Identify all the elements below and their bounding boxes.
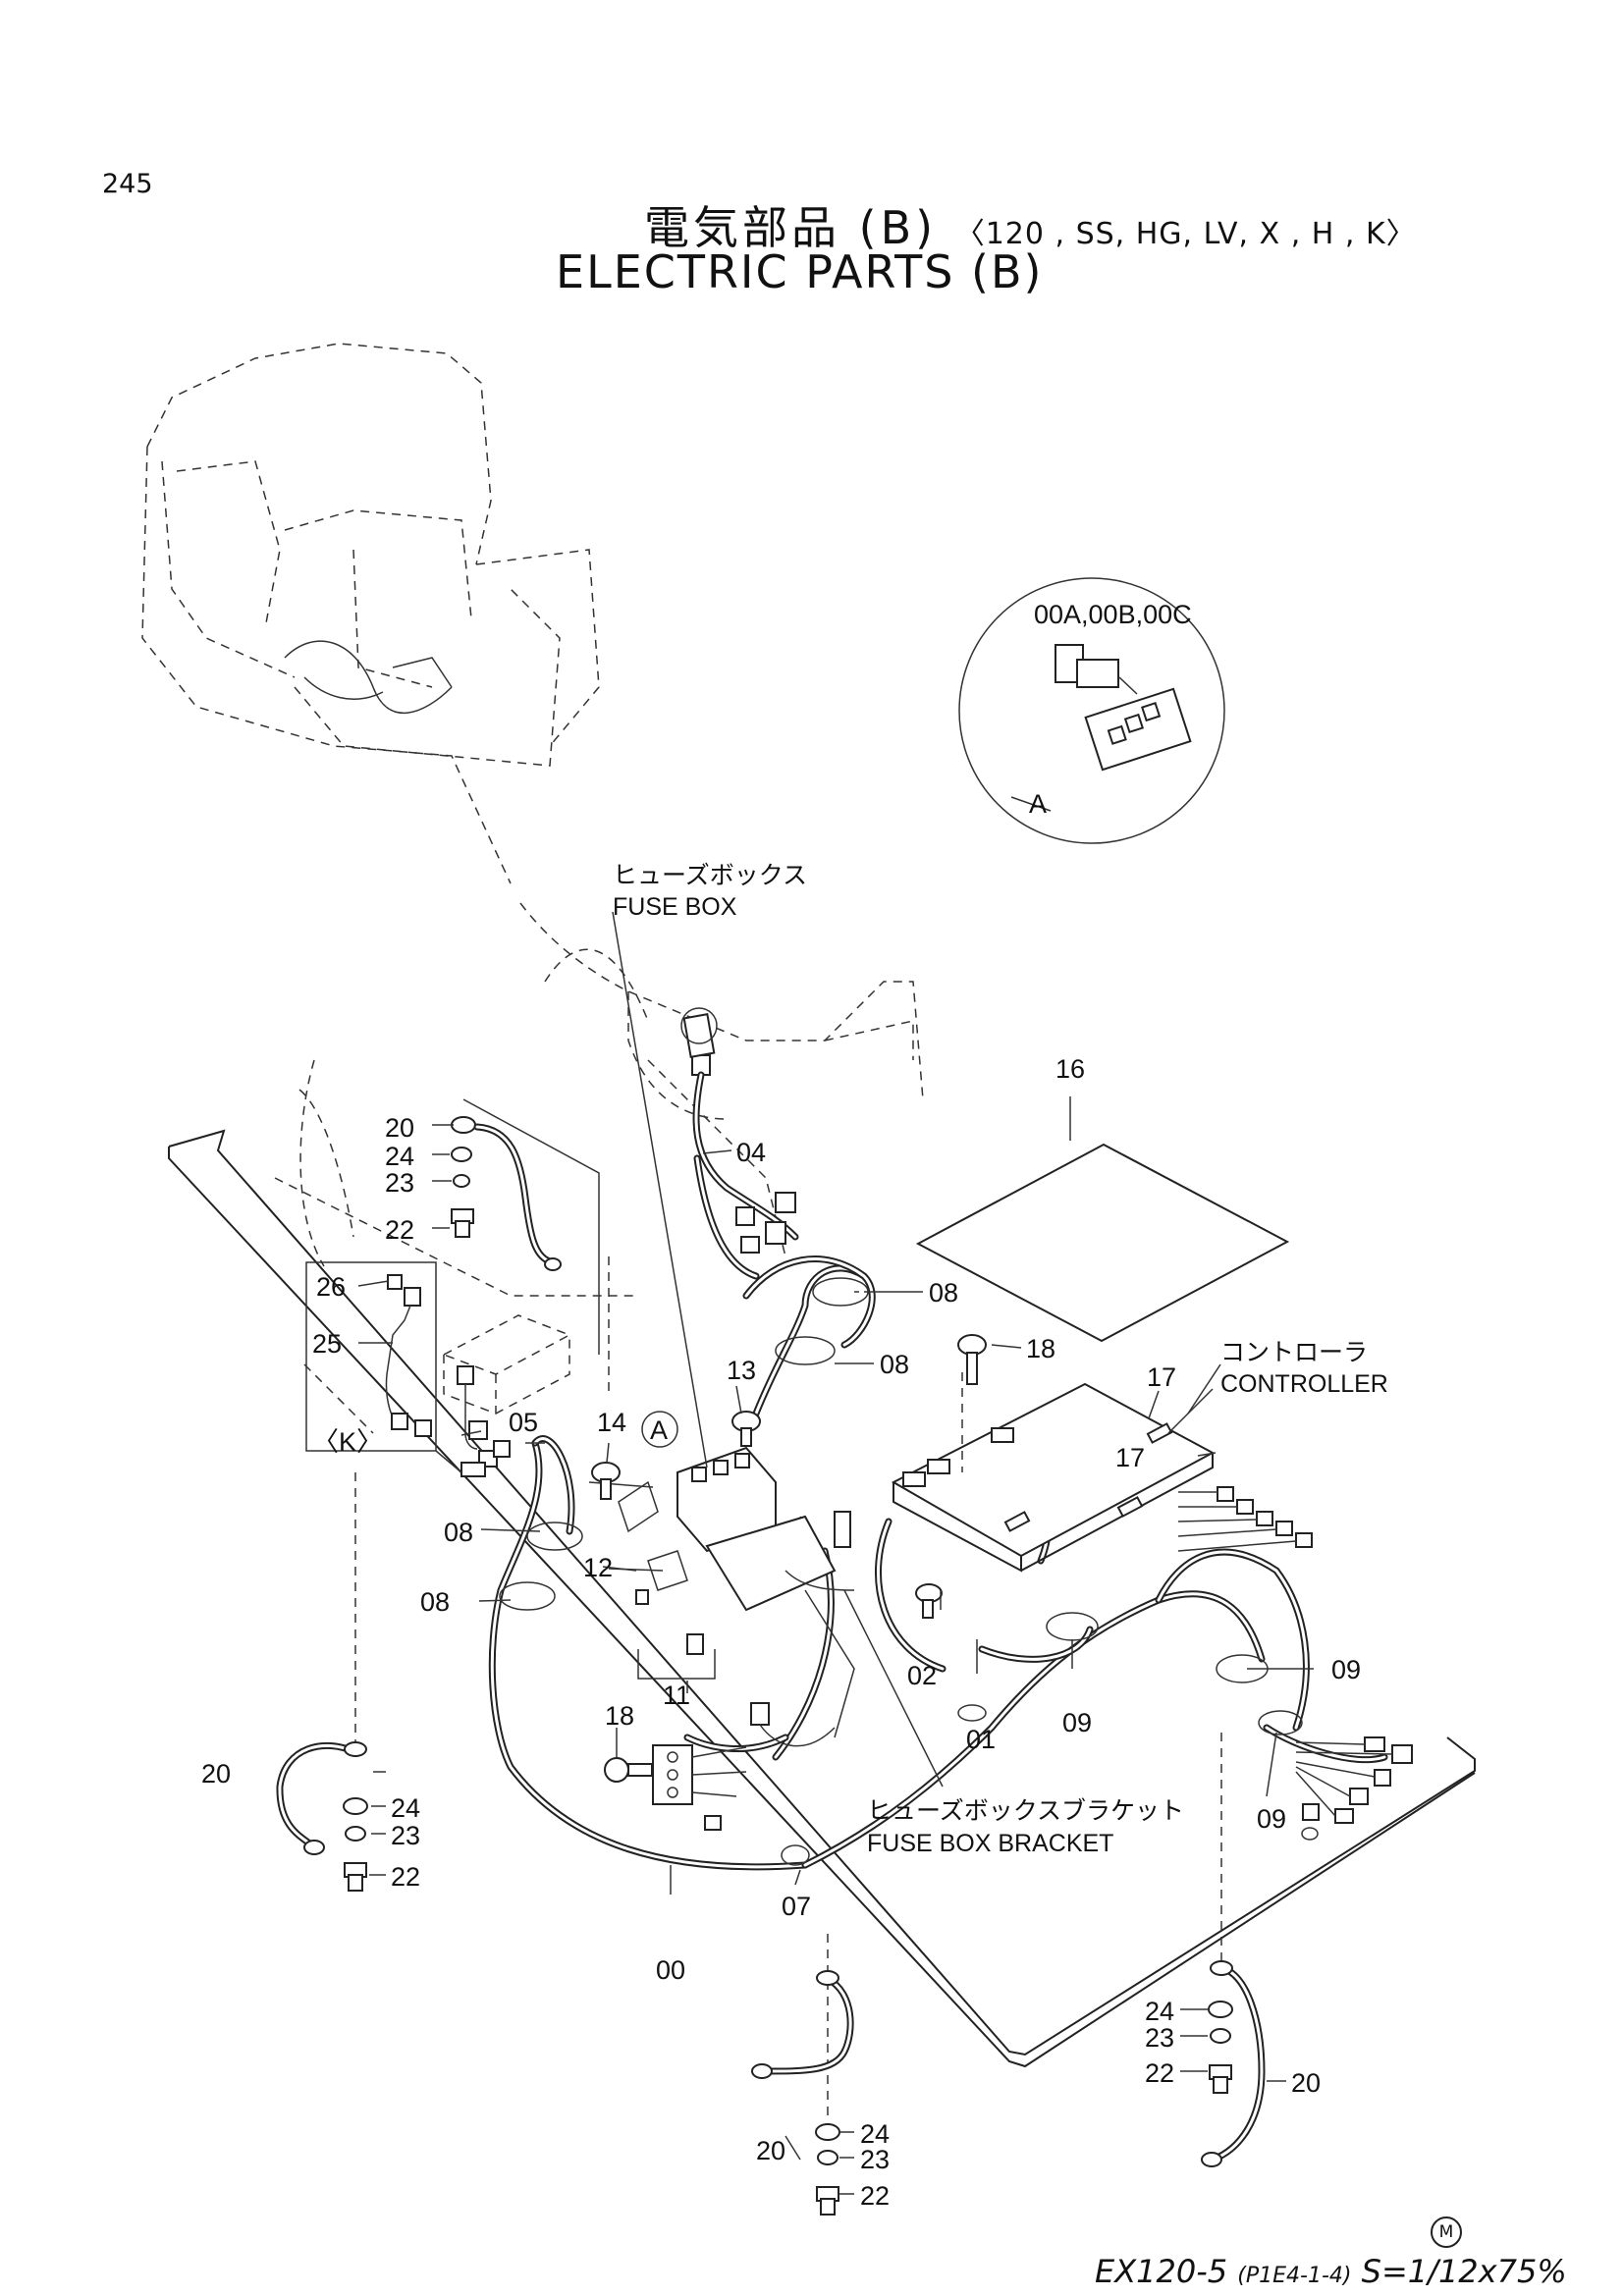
m-mark-icon: M — [1431, 2216, 1462, 2248]
part-label-26: 26 — [316, 1272, 346, 1302]
part-label-23: 23 — [385, 1168, 414, 1198]
part-label-05: 05 — [509, 1408, 538, 1437]
right-connectors — [1295, 1736, 1413, 1841]
part-label-08-b: 08 — [880, 1350, 909, 1379]
part-label-18-a: 18 — [1026, 1334, 1055, 1363]
title-english: ELECTRIC PARTS (B) — [556, 245, 1044, 298]
footer-model: EX120-5 — [1095, 2253, 1228, 2290]
part-label-23-c: 23 — [1145, 2023, 1174, 2053]
part-label-20-b: 20 — [201, 1759, 231, 1789]
ground-cable-left — [276, 1472, 368, 1892]
part-label-23-b: 23 — [391, 1821, 420, 1850]
part-label-24-c: 24 — [1145, 1997, 1174, 2026]
part-label-16: 16 — [1055, 1054, 1085, 1084]
screw-14 — [591, 1462, 621, 1500]
panel-16 — [915, 1096, 1290, 1343]
fuse-box-assembly — [588, 1411, 855, 1738]
part-label-08-d: 08 — [420, 1587, 450, 1617]
callouts: ヒューズボックス FUSE BOX コントローラ CONTROLLER ヒューズ… — [312, 600, 1388, 1857]
part-label-18-b: 18 — [605, 1701, 634, 1731]
part-label-20: 20 — [385, 1113, 414, 1143]
detail-view-a — [958, 577, 1225, 844]
controller-jp: コントローラ — [1220, 1339, 1368, 1366]
footer-code: (P1E4-1-4) — [1237, 2264, 1352, 2288]
part-label-09-b: 09 — [1331, 1655, 1361, 1684]
part-number-labels: 20 24 23 22 26 25 04 16 08 08 13 18 17 1… — [201, 1054, 1361, 2211]
relay-11 — [637, 1649, 836, 1747]
battery-box-05 — [442, 1314, 571, 1477]
part-label-08-a: 08 — [929, 1278, 958, 1308]
k-variant-box — [305, 1261, 462, 1473]
ground-cable-top — [451, 1098, 600, 1355]
fuse-box-ref-a: A — [650, 1415, 668, 1445]
part-label-20-c: 20 — [1291, 2068, 1321, 2098]
fuse-box-jp: ヒューズボックス — [613, 862, 807, 889]
detail-ref-a: A — [1029, 789, 1047, 819]
fuse-box-bracket-jp: ヒューズボックスブラケット — [867, 1797, 1184, 1825]
part-label-11: 11 — [663, 1681, 690, 1710]
screw-13 — [731, 1411, 761, 1447]
part-label-09-a: 09 — [1062, 1708, 1092, 1737]
controller-en: CONTROLLER — [1220, 1370, 1388, 1398]
ground-cable-bottom — [751, 1934, 854, 2216]
part-label-24: 24 — [385, 1142, 414, 1171]
leader-lines — [357, 911, 1314, 2195]
part-label-20-d: 20 — [756, 2136, 785, 2165]
cab-outline — [141, 343, 600, 884]
footer-model-scale: EX120-5 (P1E4-1-4) S=1/12x75% — [1095, 2253, 1567, 2290]
screw-02 — [915, 1583, 943, 1619]
part-label-08-c: 08 — [444, 1518, 473, 1547]
title-jp-text: 電気部品 (B) — [644, 201, 938, 254]
part-label-13: 13 — [727, 1356, 756, 1385]
part-label-12: 12 — [583, 1553, 613, 1582]
fuse-box-en: FUSE BOX — [613, 893, 737, 921]
k-variant-label: 〈K〉 — [312, 1427, 383, 1457]
part-label-02: 02 — [907, 1661, 937, 1690]
part-label-24-b: 24 — [391, 1793, 420, 1823]
part-label-22-b: 22 — [391, 1862, 420, 1892]
part-label-01: 01 — [966, 1725, 996, 1754]
part-label-04: 04 — [736, 1138, 766, 1167]
floor-plate — [168, 1129, 1476, 2068]
clamps — [499, 1277, 1303, 1866]
part-label-17-a: 17 — [1147, 1362, 1176, 1392]
controller-17 — [891, 1372, 1313, 1573]
part-label-09-c: 09 — [1257, 1804, 1286, 1834]
wire-04 — [680, 1007, 799, 1254]
part-label-24-d: 24 — [860, 2119, 890, 2149]
part-label-00: 00 — [656, 1955, 685, 1985]
part-label-17-b: 17 — [1115, 1443, 1145, 1472]
title-variants: 〈120 , SS, HG, LV, X , H , K〉 — [954, 217, 1417, 251]
part-label-07: 07 — [782, 1892, 811, 1921]
bolt-18-upper — [957, 1334, 987, 1385]
connector-18-lower — [604, 1744, 747, 1831]
part-label-22-d: 22 — [860, 2181, 890, 2211]
part-label-14: 14 — [597, 1408, 626, 1437]
part-label-22: 22 — [385, 1215, 414, 1245]
part-label-25: 25 — [312, 1329, 342, 1359]
part-label-22-c: 22 — [1145, 2058, 1174, 2088]
detail-parts-label: 00A,00B,00C — [1034, 600, 1192, 629]
title-japanese: 電気部品 (B) 〈120 , SS, HG, LV, X , H , K〉 — [644, 192, 1417, 257]
fuse-box-bracket-en: FUSE BOX BRACKET — [867, 1830, 1113, 1857]
page-number: 245 — [102, 169, 153, 199]
footer-scale: S=1/12x75% — [1361, 2253, 1567, 2290]
part-label-23-d: 23 — [860, 2145, 890, 2174]
ground-cable-right — [1201, 1733, 1266, 2167]
